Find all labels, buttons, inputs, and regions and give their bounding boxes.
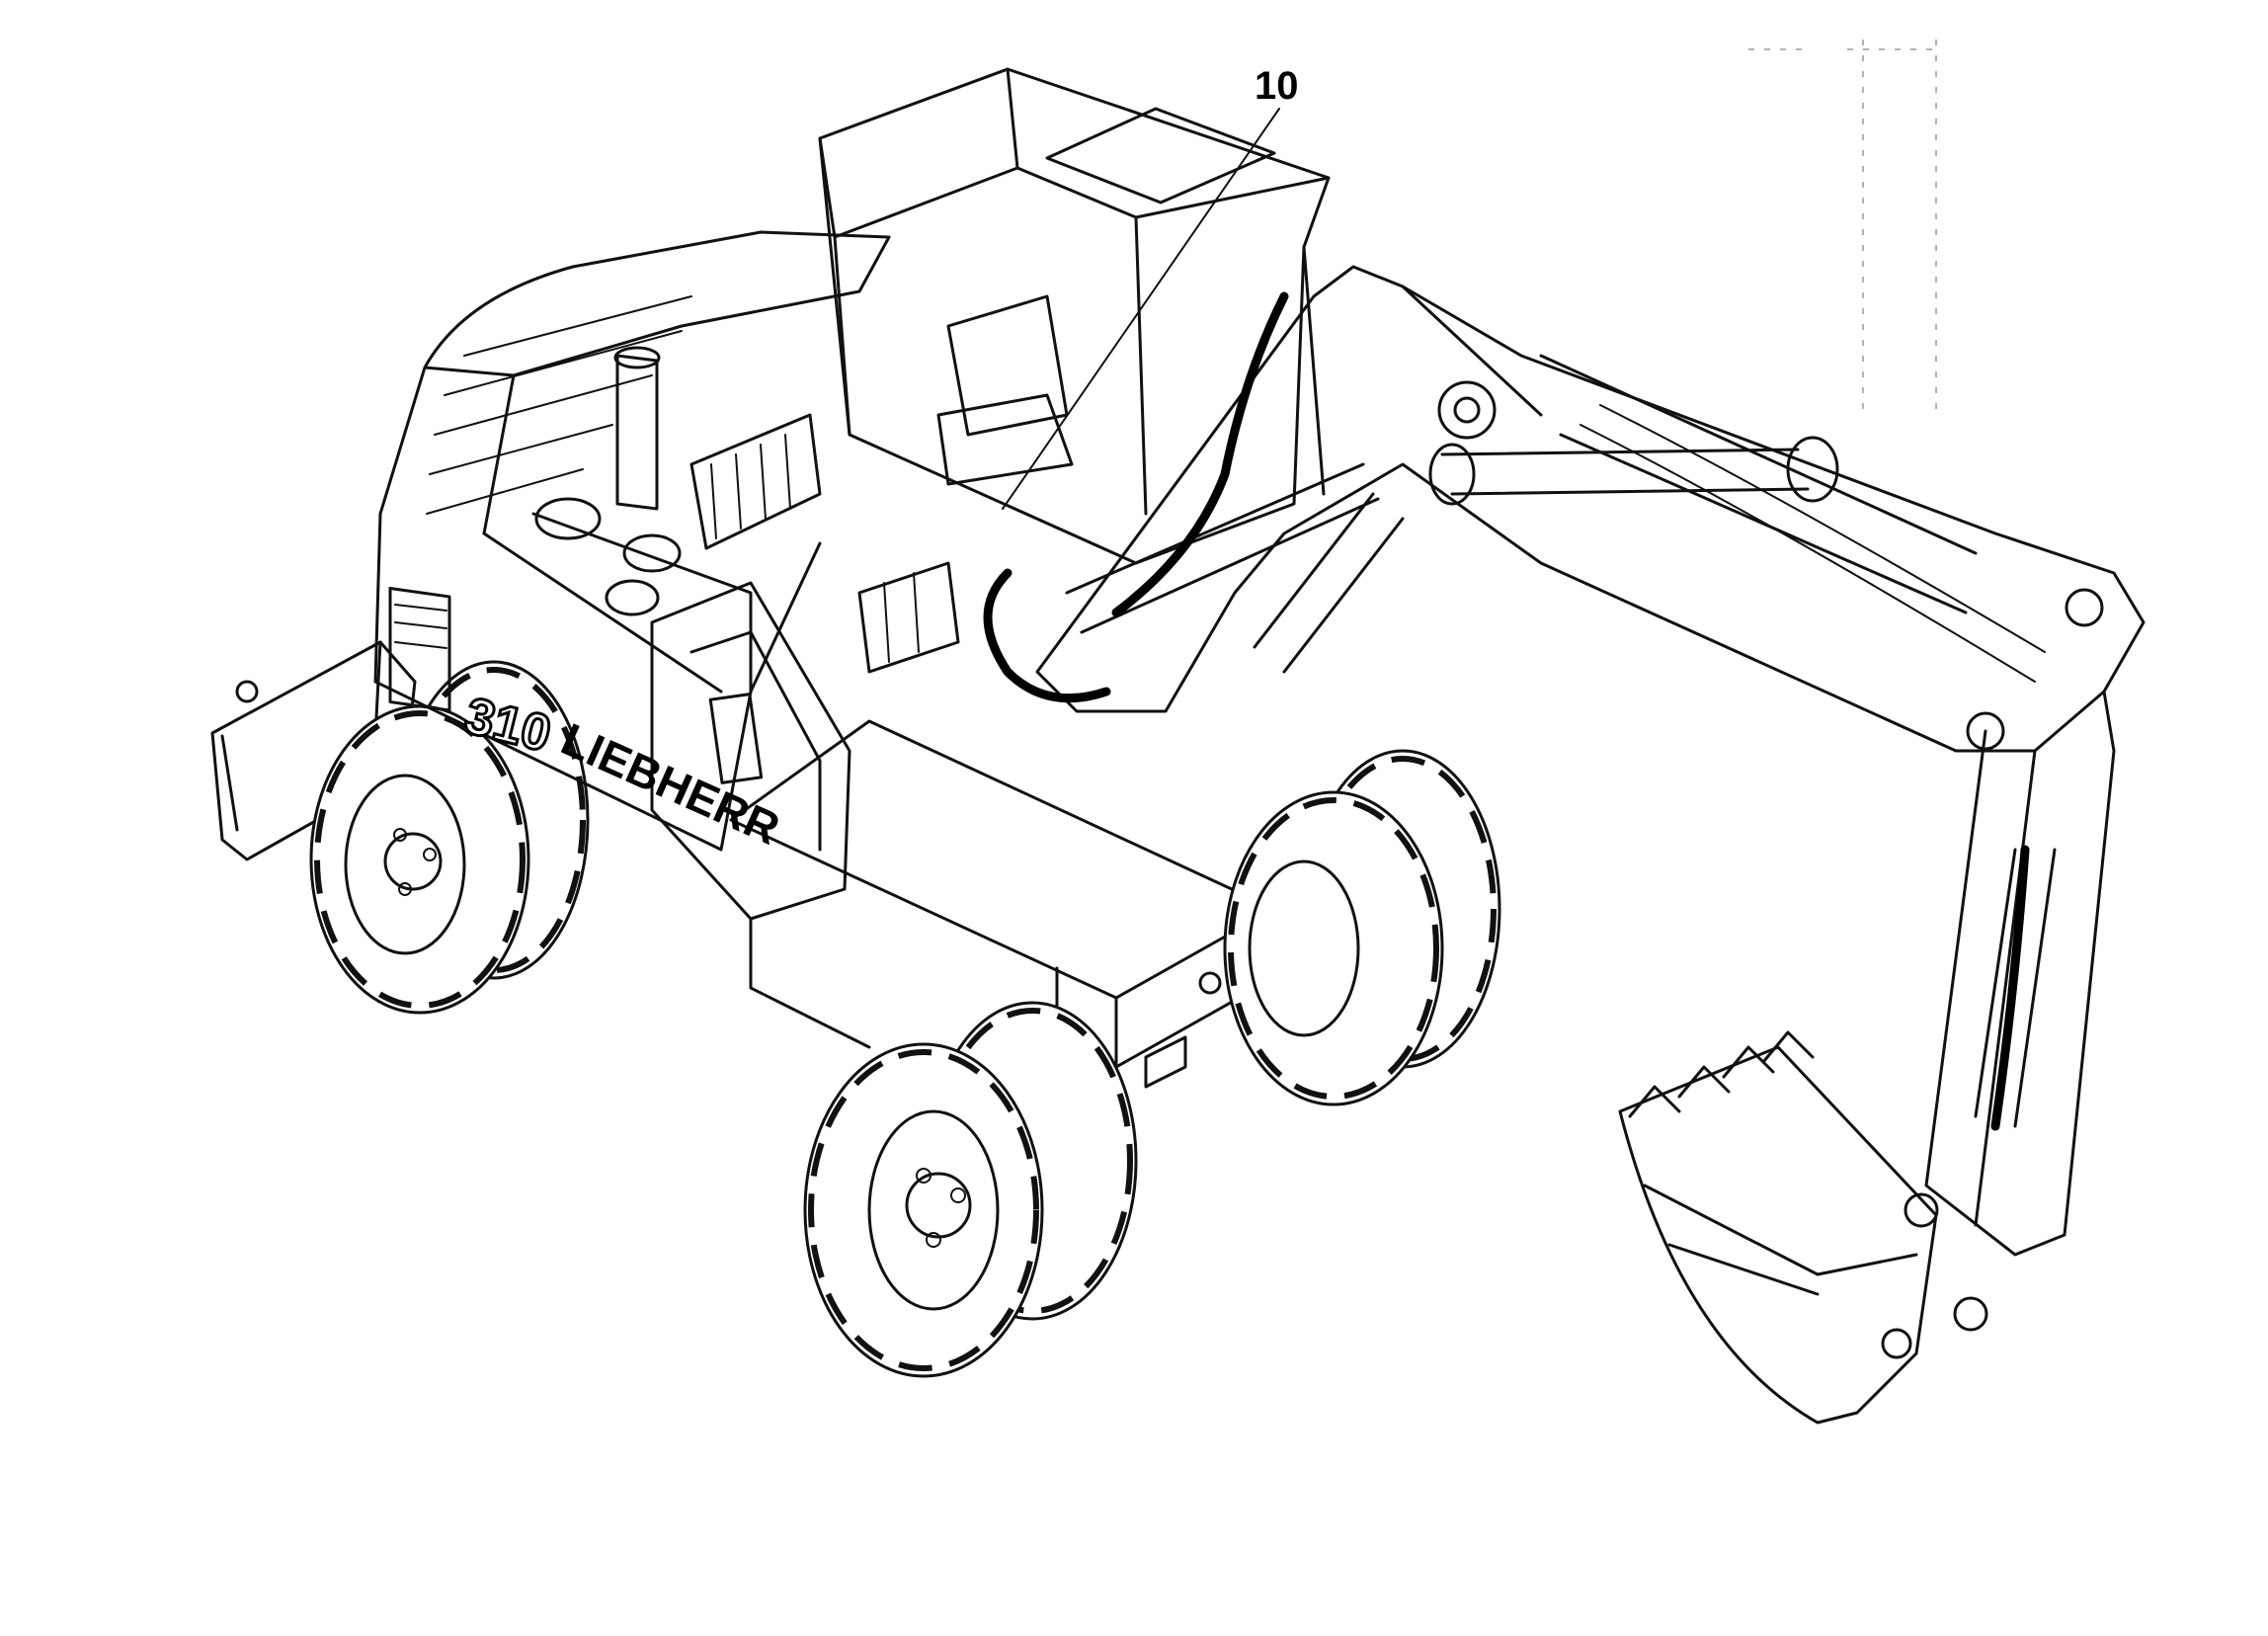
upper-carriage	[373, 230, 891, 852]
callout-leader-line	[1002, 108, 1280, 510]
control-valve-block	[689, 413, 960, 674]
front-right-wheel-set	[1223, 749, 1501, 1106]
operator-cab	[818, 67, 1331, 565]
callout-label: 10	[1255, 64, 1299, 108]
boom	[983, 265, 2146, 753]
callout-10: 10	[1002, 64, 1299, 510]
scan-artifacts	[1748, 40, 1937, 415]
side-door-panel	[650, 581, 871, 1049]
stick-arm	[1881, 690, 2116, 1359]
front-left-wheel-set	[803, 1001, 1138, 1378]
brand-decal: LIEBHERR	[554, 713, 787, 855]
bucket	[1618, 1030, 1938, 1425]
